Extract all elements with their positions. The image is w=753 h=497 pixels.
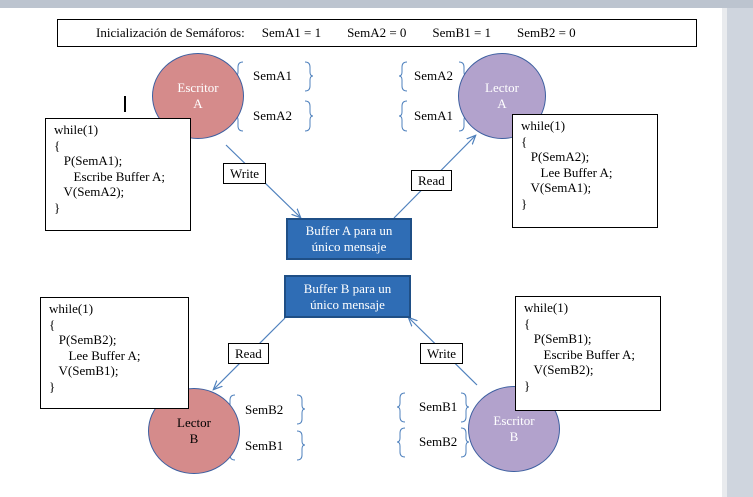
init-sema2: SemA2 = 0 <box>347 25 407 41</box>
bracket-left <box>398 100 408 132</box>
lector-b-sem-1: SemB2 <box>245 402 284 417</box>
init-title: Inicialización de Semáforos: <box>96 25 245 41</box>
escritor-b-sem-1: SemB1 <box>419 399 458 414</box>
bracket-left <box>396 392 406 423</box>
bracket-left <box>396 427 406 458</box>
bracket-right <box>460 392 470 423</box>
escritor-a-sem-1: SemA1 <box>253 68 292 83</box>
lector-a-sem-1: SemA2 <box>414 68 453 83</box>
init-sema1: SemA1 = 1 <box>261 25 322 41</box>
initialization-box: Inicialización de Semáforos: SemA1 = 1 S… <box>57 19 697 47</box>
buffer-a: Buffer A para un único mensaje <box>286 218 412 260</box>
lector-a-sem-2: SemA1 <box>414 108 453 123</box>
write-a-label: Write <box>223 163 267 184</box>
text-cursor <box>124 96 126 112</box>
bracket-right <box>460 427 470 458</box>
bracket-right <box>304 61 314 92</box>
window-top-bar <box>0 0 753 8</box>
escritor-b-sem-2: SemB2 <box>419 434 458 449</box>
bracket-left <box>398 61 408 92</box>
read-a-label: Read <box>411 170 452 191</box>
read-b-label: Read <box>228 343 269 364</box>
right-gutter <box>727 8 753 497</box>
escritor-a-code: while(1) { P(SemA1); Escribe Buffer A; V… <box>45 118 191 231</box>
escritor-a-sem-2: SemA2 <box>253 108 292 123</box>
lector-a-code: while(1) { P(SemA2); Lee Buffer A; V(Sem… <box>512 114 658 228</box>
bracket-right <box>296 394 306 425</box>
bracket-right <box>296 430 306 461</box>
lector-b-sem-2: SemB1 <box>245 438 284 453</box>
init-semb1: SemB1 = 1 <box>432 25 492 41</box>
bracket-right <box>304 100 314 132</box>
buffer-b: Buffer B para un único mensaje <box>284 275 411 318</box>
escritor-b-code: while(1) { P(SemB1); Escribe Buffer A; V… <box>515 296 661 411</box>
write-b-label: Write <box>420 343 464 364</box>
lector-b-code: while(1) { P(SemB2); Lee Buffer A; V(Sem… <box>40 297 189 409</box>
init-semb2: SemB2 = 0 <box>517 25 576 41</box>
page-edge-shadow <box>722 8 727 497</box>
